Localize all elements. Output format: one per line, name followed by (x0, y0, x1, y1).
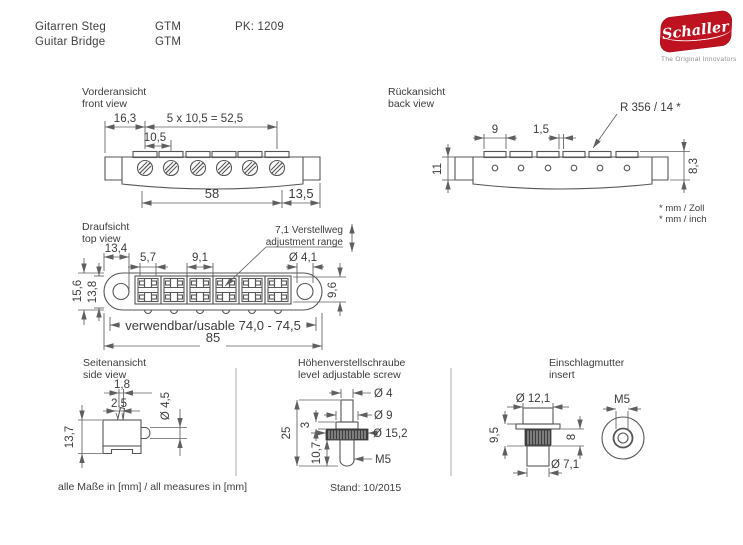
top-dim-total-length: 85 (206, 330, 220, 345)
top-dim-hole-dia: Ø 4,1 (289, 252, 317, 264)
units-asterisk-de: * mm / Zoll (659, 203, 704, 214)
mounting-hole-right (296, 282, 314, 301)
screw-dim-hub-dia: Ø 9 (374, 410, 393, 422)
model-code-en: GTM (155, 36, 182, 48)
screw-dim-wheel-dia: Ø 15,2 (373, 428, 408, 440)
brand-tagline: The Original Innovators (661, 56, 737, 63)
side-dim-height: 13,7 (64, 426, 76, 448)
back-dimension-arrows (445, 135, 687, 190)
screw-dim-length-total: 25 (281, 427, 293, 440)
top-view-title-en: top view (82, 233, 121, 245)
front-dim-end-length: 13,5 (288, 186, 313, 201)
units-asterisk-en: * mm / inch (659, 214, 707, 225)
back-dim-saddle-width: 9 (492, 124, 498, 136)
side-saddle-body (102, 406, 151, 455)
top-dim-slot-pitch: 9,1 (192, 252, 208, 264)
front-view: Vorderansicht front view (82, 86, 321, 208)
insert-dim-thread: M5 (614, 394, 630, 406)
mounting-hole-left (112, 282, 130, 301)
front-dim-string-spacing: 5 x 10,5 = 52,5 (167, 113, 243, 125)
side-view-title-de: Seitenansicht (83, 357, 146, 369)
front-dim-base-length: 58 (205, 186, 219, 201)
top-view: Draufsicht top view (72, 221, 355, 350)
front-bridge-body (104, 150, 321, 190)
front-view-title-en: front view (82, 98, 127, 110)
product-name-de: Gitarren Steg (35, 21, 106, 33)
back-dim-saddle-gap: 1,5 (533, 124, 549, 136)
side-view-title-en: side view (83, 369, 127, 381)
top-dim-usable-range: verwendbar/usable 74,0 - 74,5 (125, 318, 301, 333)
screw-dim-hub-height: 3 (300, 422, 312, 428)
insert-knurl (524, 428, 552, 447)
side-dim-tip-width: 1,8 (114, 379, 130, 391)
top-dim-width-right: 9,6 (327, 282, 339, 298)
back-dim-radius: R 356 / 14 * (620, 102, 681, 114)
screw-view: Höhenverstellschraube level adjustable s… (281, 357, 408, 467)
top-dim-hole-offset: 13,4 (105, 243, 128, 255)
side-view: Seitenansicht side view (64, 357, 187, 468)
adjustment-range-annotation-de: 7,1 Verstellweg (275, 225, 343, 236)
top-bridge-body (103, 272, 323, 315)
insert-dim-barrel-dia: Ø 7,1 (551, 459, 579, 471)
insert-dim-height-left: 9,5 (489, 427, 501, 443)
units-note: alle Maße in [mm] / all measures in [mm] (58, 481, 248, 493)
back-view-title-en: back view (388, 98, 435, 110)
back-view-title-de: Rückansicht (388, 86, 445, 98)
top-dim-width-inner: 13,8 (87, 281, 99, 303)
top-dim-width-outer: 15,6 (72, 280, 84, 302)
back-dim-height-right: 8,3 (688, 158, 700, 174)
side-dim-screw-dia: Ø 4,5 (160, 392, 172, 420)
insert-front-body (601, 416, 645, 460)
revision-date: Stand: 10/2015 (330, 482, 402, 494)
screw-title-de: Höhenverstellschraube (298, 357, 406, 369)
screw-dim-shaft-dia: Ø 4 (374, 388, 393, 400)
back-view: Rückansicht back view (388, 86, 707, 225)
front-dim-pitch: 10,5 (144, 132, 166, 144)
back-bridge-body (454, 150, 669, 190)
model-code-de: GTM (155, 21, 182, 33)
insert-side-body (515, 407, 561, 467)
screw-dim-stud-length: 10,7 (311, 442, 323, 464)
top-view-title-de: Draufsicht (82, 221, 129, 233)
screw-body (325, 399, 369, 467)
back-dim-height-total: 11 (432, 163, 444, 175)
side-dim-tip-offset: 2,5 (111, 398, 127, 410)
top-dim-slot-width: 5,7 (140, 252, 156, 264)
screw-dim-thread: M5 (375, 454, 391, 466)
front-dim-offset-left: 16,3 (114, 113, 136, 125)
product-name-en: Guitar Bridge (35, 36, 106, 48)
insert-dim-flange-dia: Ø 12,1 (516, 393, 551, 405)
back-dimension-lines (442, 113, 690, 193)
insert-dim-height-right: 8 (566, 434, 578, 440)
insert-title-en: insert (549, 369, 575, 381)
screw-title-en: level adjustable screw (298, 369, 401, 381)
insert-title-de: Einschlagmutter (549, 357, 625, 369)
pk-number: PK: 1209 (235, 21, 284, 33)
insert-view: Einschlagmutter insert (489, 357, 645, 477)
front-view-title-de: Vorderansicht (82, 86, 146, 98)
adjustment-range-annotation-en: adjustment range (266, 237, 344, 248)
